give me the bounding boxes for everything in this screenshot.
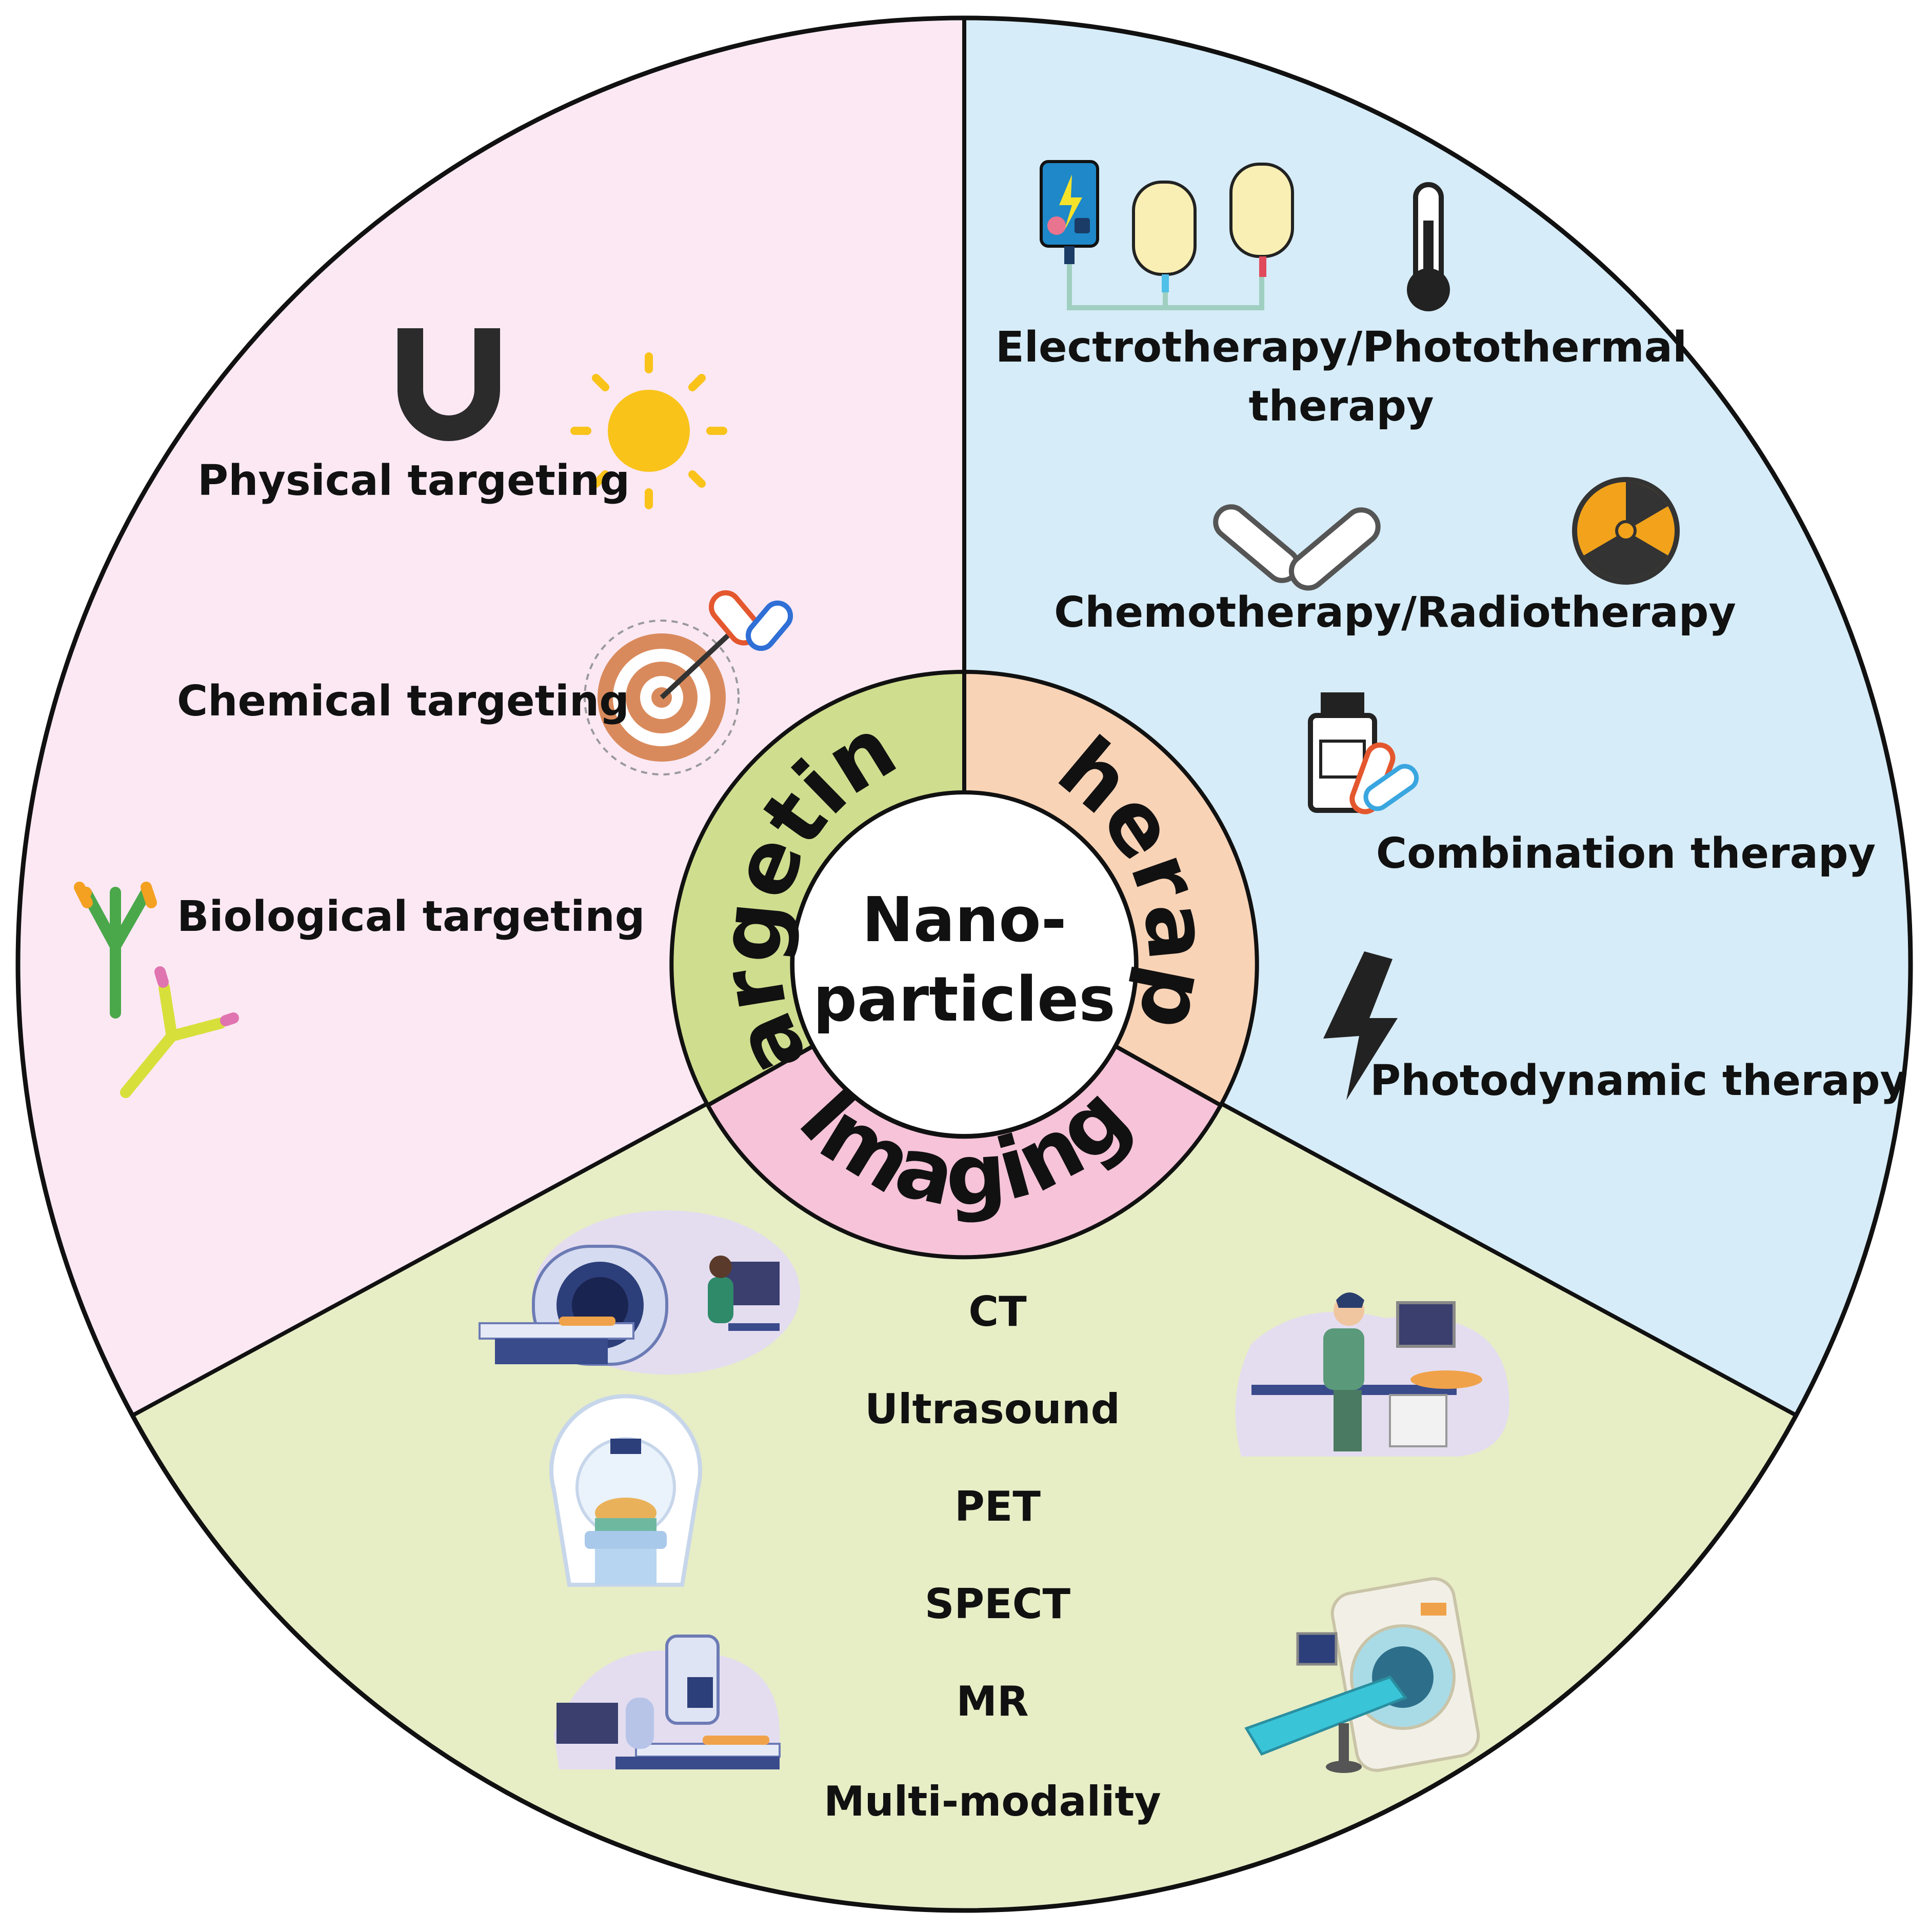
physical-targeting-label: Physical targeting <box>197 456 630 505</box>
electrode-icon <box>1040 160 1294 310</box>
imaging-item-ct: CT <box>968 1288 1027 1336</box>
biological-targeting-label: Biological targeting <box>177 892 645 941</box>
mri-icon <box>1244 1577 1480 1773</box>
ct-scanner-icon <box>479 1210 800 1375</box>
antibody-icon <box>74 882 239 1098</box>
bottle-icon <box>1308 692 1419 814</box>
photodynamic-therapy-label: Photodynamic therapy <box>1370 1057 1907 1105</box>
imaging-content: CT Ultrasound PET SPECT MR Multi-modalit… <box>479 1210 1509 1825</box>
therapy-content: Electrotherapy/Photothermal therapy Chem… <box>996 160 1907 1105</box>
electrotherapy-label-line2: therapy <box>1248 382 1434 431</box>
ultrasound-icon <box>1235 1292 1509 1457</box>
combination-therapy-label: Combination therapy <box>1376 829 1876 878</box>
thermometer-icon <box>1407 182 1450 311</box>
capsule-icon <box>709 590 793 651</box>
imaging-item-spect: SPECT <box>925 1580 1071 1628</box>
imaging-item-pet: PET <box>954 1483 1041 1530</box>
center-label-line1: Nano- <box>862 885 1066 956</box>
radiation-icon <box>1572 477 1680 585</box>
sun-icon <box>570 352 727 509</box>
imaging-item-multimodality: Multi-modality <box>824 1778 1161 1825</box>
spect-icon <box>554 1635 781 1769</box>
electrotherapy-label-line1: Electrotherapy/Photothermal <box>996 323 1687 372</box>
center-label-line2: particles <box>813 964 1116 1035</box>
chemical-targeting-label: Chemical targeting <box>177 677 629 726</box>
target-icon <box>584 620 743 775</box>
imaging-item-ultrasound: Ultrasound <box>865 1385 1120 1433</box>
targeting-sector <box>18 18 964 1487</box>
chemotherapy-label: Chemotherapy/Radiotherapy <box>1054 588 1736 637</box>
pet-scanner-icon <box>549 1394 702 1587</box>
magnet-icon <box>397 328 500 441</box>
targeting-content: Physical targeting Chemical targeting <box>74 328 793 1098</box>
lightning-icon <box>1323 951 1398 1100</box>
pills-icon <box>1213 504 1381 591</box>
outer-circle <box>15 15 1913 1913</box>
imaging-item-mr: MR <box>956 1678 1028 1725</box>
center-circle <box>790 790 1138 1138</box>
therapy-sector <box>964 18 1911 1487</box>
